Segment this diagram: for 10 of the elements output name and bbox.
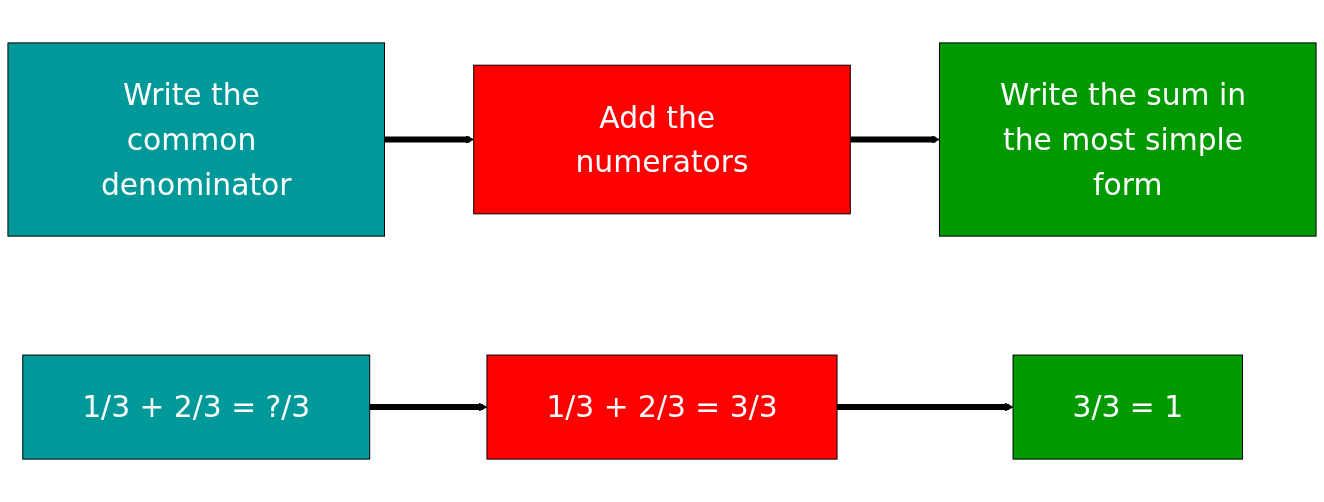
node-box: 1/3 + 2/3 = ?/3 [22, 354, 371, 460]
arrow [837, 402, 1014, 412]
node-box: 1/3 + 2/3 = 3/3 [486, 354, 838, 460]
node-box: Add the numerators [473, 64, 851, 215]
arrow [850, 135, 940, 144]
arrow [369, 402, 488, 412]
node-box: Write the sum in the most simple form [939, 42, 1317, 237]
node-box: 3/3 = 1 [1012, 354, 1244, 460]
arrow [384, 135, 475, 144]
node-box: Write the common denominator [7, 42, 385, 237]
